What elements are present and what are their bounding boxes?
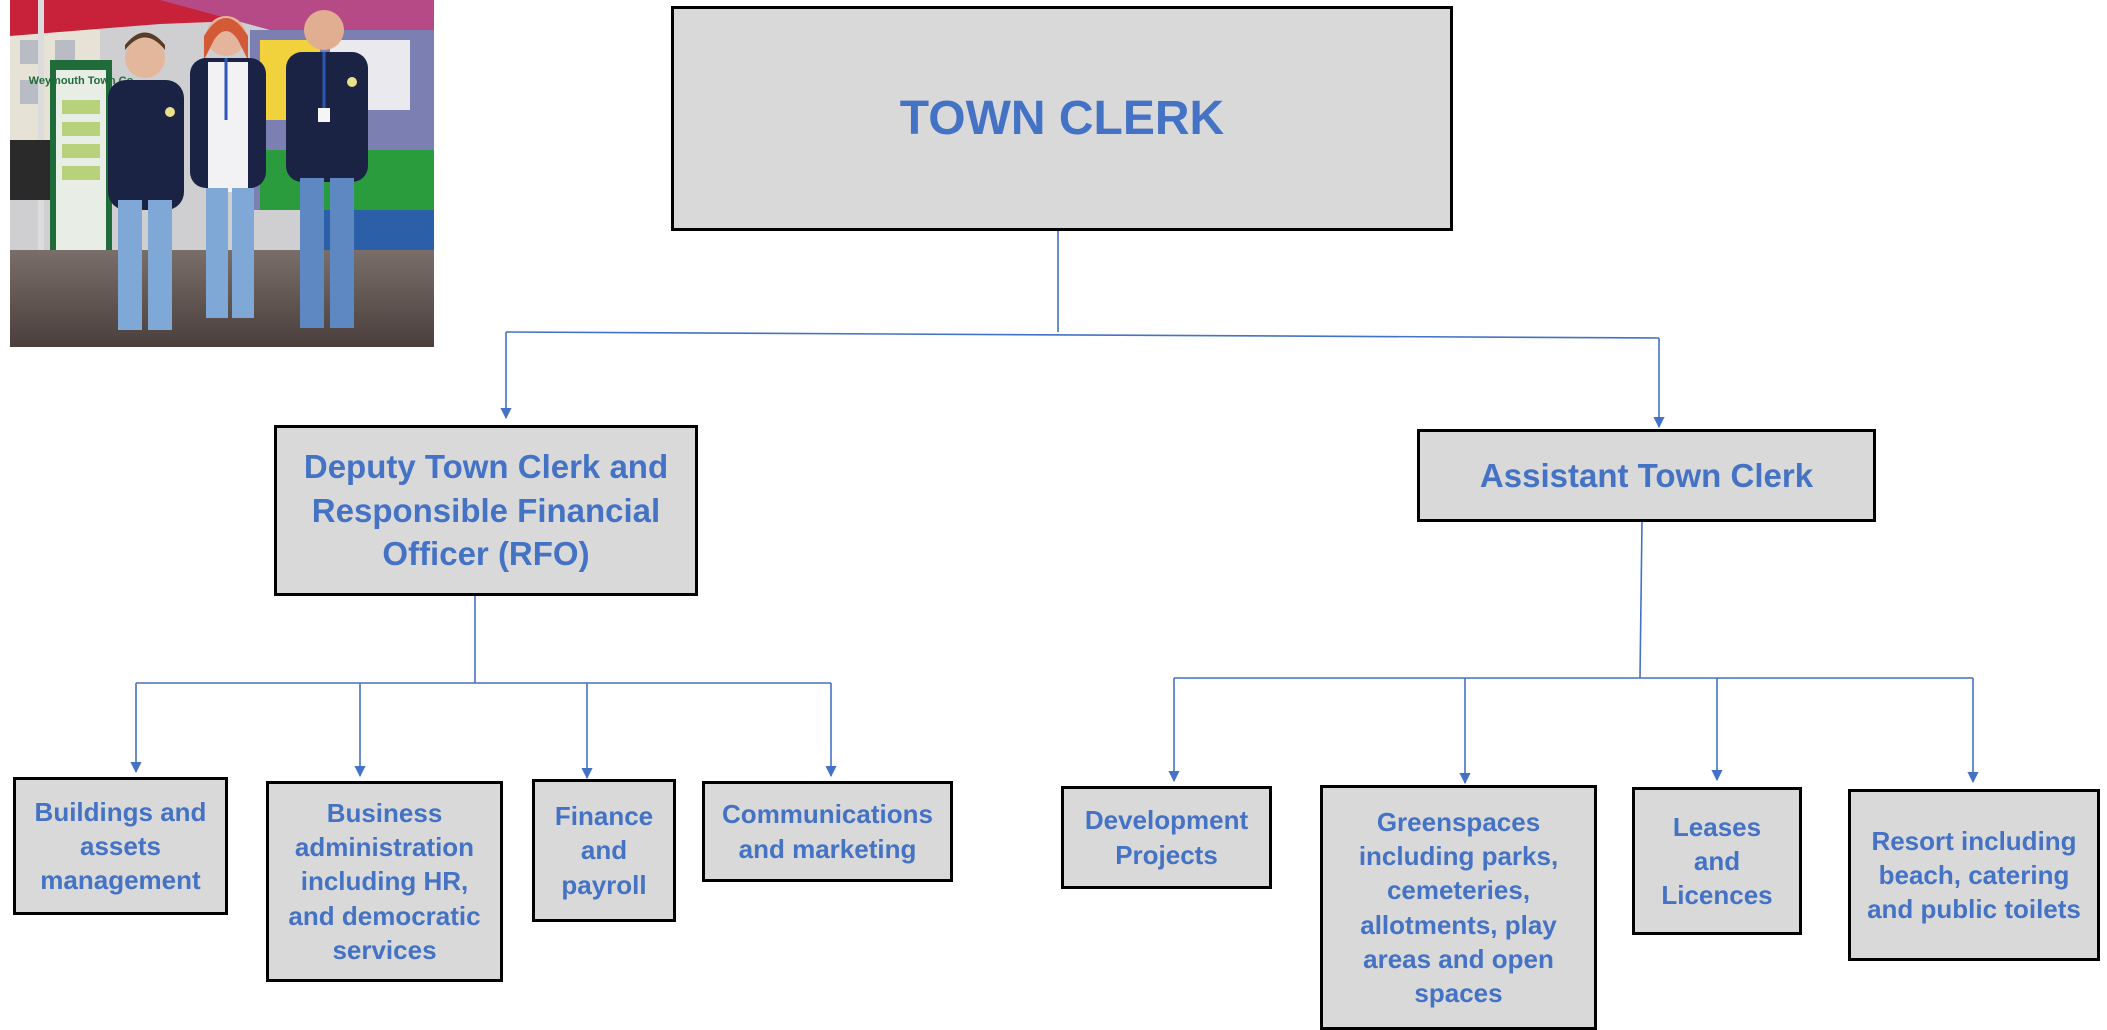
person-2 bbox=[190, 16, 266, 318]
leases-licences-box: Leases and Licences bbox=[1632, 787, 1802, 935]
development-projects-box: Development Projects bbox=[1061, 786, 1272, 889]
finance-payroll-box: Finance and payroll bbox=[532, 779, 676, 922]
business-administration-label: Business administration including HR, an… bbox=[288, 797, 481, 965]
communications-marketing-label: Communications and marketing bbox=[722, 799, 933, 864]
town-clerk-box: TOWN CLERK bbox=[671, 6, 1453, 231]
development-projects-label: Development Projects bbox=[1084, 805, 1249, 870]
resort-box: Resort including beach, catering and pub… bbox=[1848, 789, 2100, 961]
person-1 bbox=[108, 32, 184, 330]
deputy-town-clerk-box: Deputy Town Clerk and Responsible Financ… bbox=[274, 425, 698, 596]
resort-label: Resort including beach, catering and pub… bbox=[1867, 825, 2081, 925]
business-administration-box: Business administration including HR, an… bbox=[266, 781, 503, 982]
team-photo: Weymouth Town Co bbox=[10, 0, 434, 347]
greenspaces-label: Greenspaces including parks, cemeteries,… bbox=[1358, 806, 1559, 1009]
assistant-town-clerk-box: Assistant Town Clerk bbox=[1417, 429, 1876, 522]
assistant-town-clerk-label: Assistant Town Clerk bbox=[1479, 456, 1814, 494]
communications-marketing-box: Communications and marketing bbox=[702, 781, 953, 882]
buildings-assets-box: Buildings and assets management bbox=[13, 777, 228, 915]
leases-licences-label: Leases and Licences bbox=[1661, 811, 1773, 911]
team-photo-illustration: Weymouth Town Co bbox=[10, 0, 434, 347]
town-clerk-label: TOWN CLERK bbox=[899, 91, 1225, 145]
buildings-assets-label: Buildings and assets management bbox=[34, 796, 207, 896]
greenspaces-box: Greenspaces including parks, cemeteries,… bbox=[1320, 785, 1597, 1030]
deputy-town-clerk-label: Deputy Town Clerk and Responsible Financ… bbox=[303, 448, 669, 573]
connector-assistant-stem bbox=[1639, 521, 1643, 679]
finance-payroll-label: Finance and payroll bbox=[554, 801, 654, 900]
person-3 bbox=[286, 10, 368, 328]
connector-top-bar bbox=[505, 331, 1660, 339]
banner-text: Weymouth Town Co bbox=[29, 75, 134, 87]
